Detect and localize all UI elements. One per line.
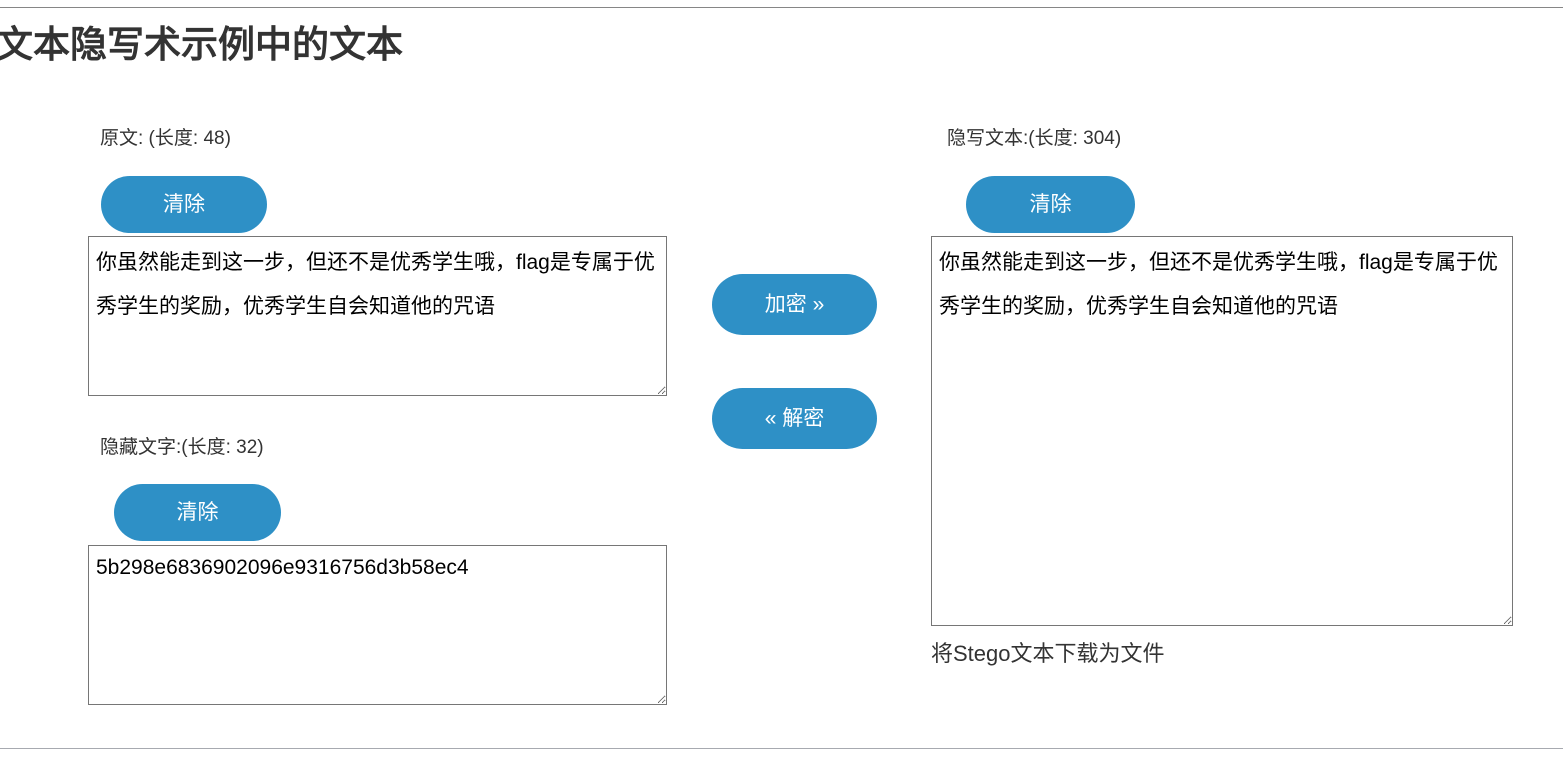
stego-text-textarea[interactable] — [931, 236, 1513, 626]
page-title: 文本隐写术示例中的文本 — [0, 24, 403, 65]
bottom-divider — [0, 748, 1563, 749]
hidden-text-label: 隐藏文字:(长度: 32) — [100, 437, 264, 458]
clear-plaintext-button[interactable]: 清除 — [101, 176, 267, 233]
plaintext-label: 原文: (长度: 48) — [100, 128, 231, 149]
plaintext-textarea[interactable] — [88, 236, 667, 396]
clear-stego-text-button[interactable]: 清除 — [966, 176, 1135, 233]
download-stego-file-link[interactable]: 将Stego文本下载为文件 — [931, 641, 1165, 666]
hidden-text-textarea[interactable] — [88, 545, 667, 705]
decrypt-button[interactable]: « 解密 — [712, 388, 877, 449]
encrypt-button[interactable]: 加密 » — [712, 274, 877, 335]
clear-hidden-text-button[interactable]: 清除 — [114, 484, 281, 541]
top-divider — [0, 7, 1563, 8]
stego-text-label: 隐写文本:(长度: 304) — [947, 128, 1122, 149]
